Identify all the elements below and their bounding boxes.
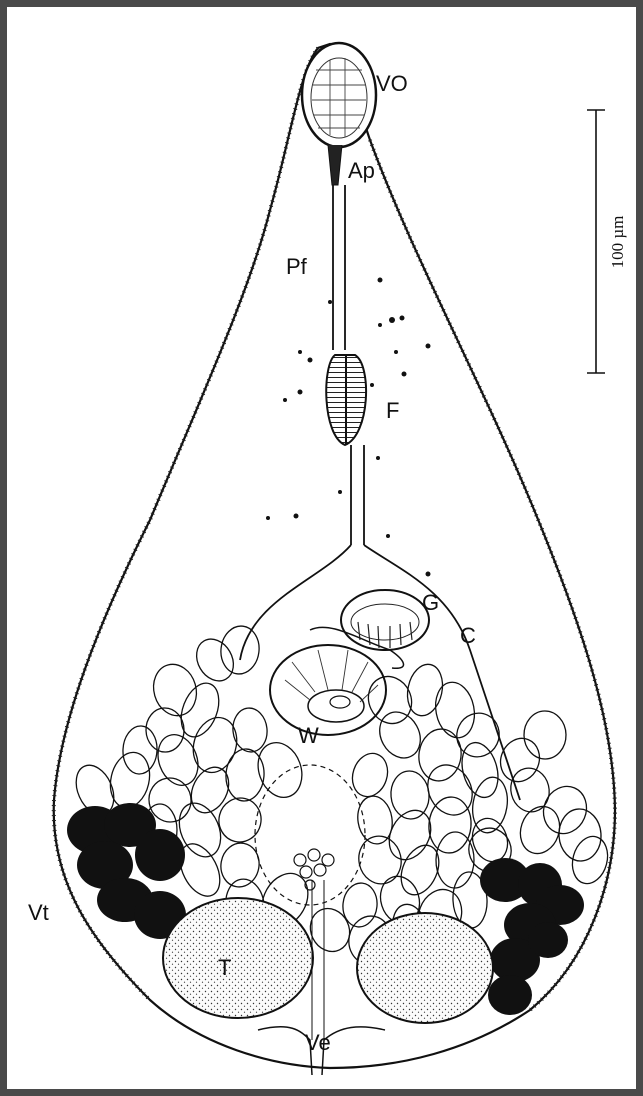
label-g: G bbox=[422, 590, 439, 615]
ovary bbox=[294, 849, 334, 890]
label-c: C bbox=[460, 623, 476, 648]
apical-organ bbox=[328, 145, 342, 185]
label-t: T bbox=[218, 955, 231, 980]
vitelline-follicle bbox=[557, 808, 603, 863]
vitelline-follicle bbox=[347, 749, 393, 801]
vitelline-follicle bbox=[218, 624, 262, 676]
vitelline-follicle bbox=[145, 707, 185, 752]
vitelline-follicle bbox=[187, 712, 244, 778]
label-vt: Vt bbox=[28, 900, 49, 925]
scale-bar-label: 100 µm bbox=[608, 216, 627, 269]
label-w: W bbox=[298, 723, 319, 748]
pharynx-bulb bbox=[326, 355, 366, 445]
label-ap: Ap bbox=[348, 158, 375, 183]
label-f: F bbox=[386, 398, 399, 423]
vitelline-follicle bbox=[456, 739, 503, 802]
oral-sucker bbox=[302, 43, 376, 147]
vitelline-follicle bbox=[214, 794, 265, 847]
vitellaria-right bbox=[480, 858, 584, 1015]
label-vo: VO bbox=[376, 71, 408, 96]
seminal-receptacle bbox=[255, 765, 365, 905]
ventral-sucker bbox=[270, 645, 386, 735]
label-pf: Pf bbox=[286, 254, 308, 279]
testis-left bbox=[163, 898, 313, 1018]
vitelline-follicle bbox=[174, 678, 226, 742]
vitelline-follicle bbox=[506, 764, 554, 816]
vitelline-follicle bbox=[524, 711, 567, 760]
vitelline-follicle bbox=[354, 832, 406, 888]
vitelline-follicle bbox=[151, 729, 204, 791]
vitelline-follicle bbox=[189, 632, 240, 687]
label-ve: Ve bbox=[305, 1030, 331, 1055]
vitelline-follicle bbox=[122, 725, 158, 775]
vitelline-follicle bbox=[105, 748, 155, 811]
vitelline-follicle bbox=[494, 732, 546, 787]
testis-right bbox=[357, 913, 493, 1023]
vitelline-follicle bbox=[436, 832, 475, 889]
vitelline-follicle bbox=[419, 757, 480, 823]
vitelline-follicle bbox=[431, 679, 479, 741]
scale-bar: 100 µm bbox=[587, 110, 627, 373]
